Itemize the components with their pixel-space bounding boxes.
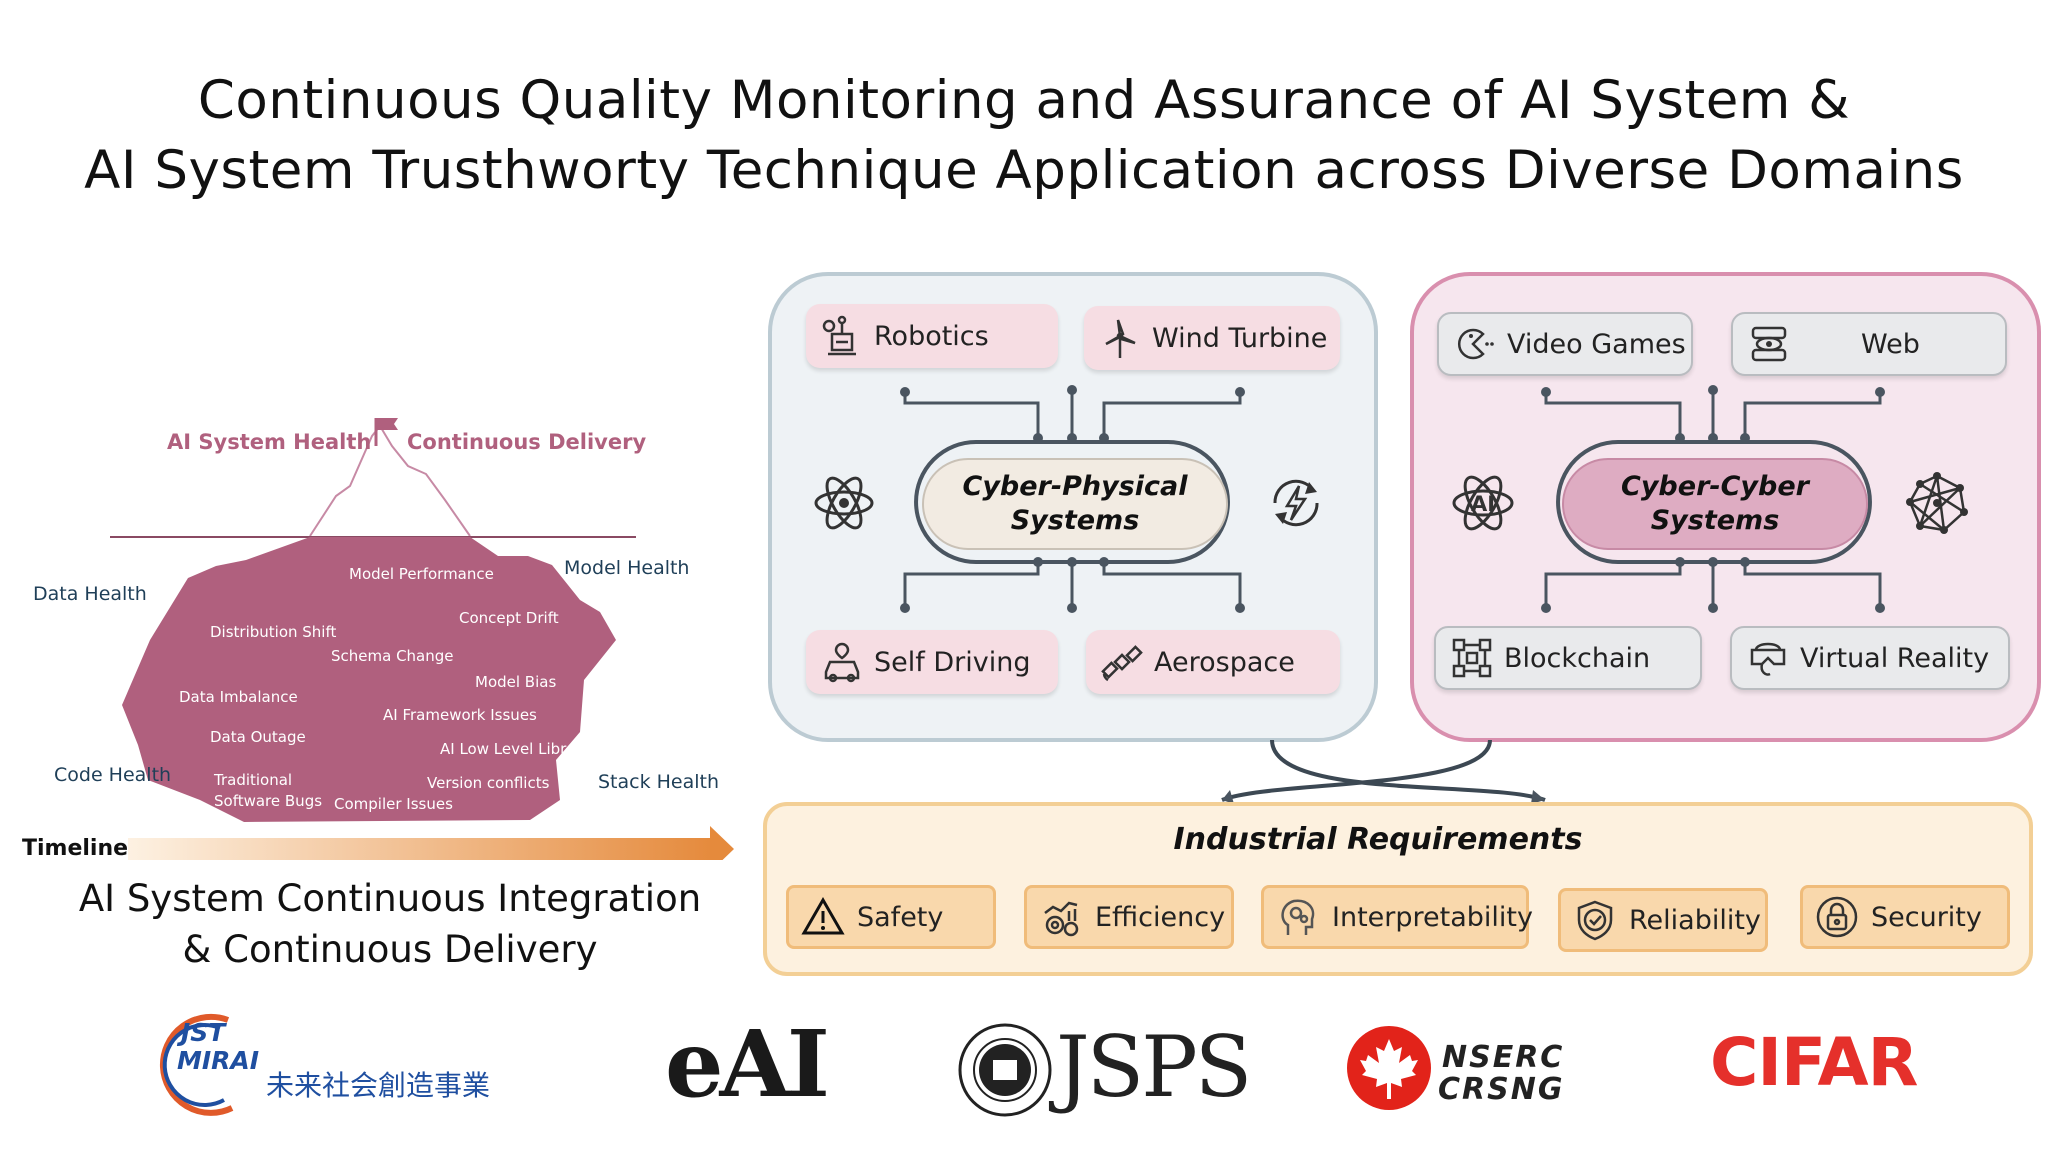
warning-icon [801,895,845,939]
neural-network-icon [1906,472,1968,534]
blockchain-label: Blockchain [1504,642,1651,674]
jsps-text: JSPS [1056,1018,1252,1116]
flag-icon [376,418,398,430]
ai-framework-issues-label: AI Framework Issues [383,706,537,724]
title-line-1: Continuous Quality Monitoring and Assura… [197,70,1851,131]
jst-japanese-text: 未来社会創造事業 [266,1069,491,1102]
traditional-label: Traditional [214,771,293,789]
requirement-security: Security [1800,885,2010,949]
satellite-icon [1100,640,1144,684]
iceberg-body [122,537,616,822]
reliability-label: Reliability [1629,904,1761,936]
atom-icon [814,476,874,530]
energy-cycle-icon [1273,479,1319,527]
shield-check-icon [1573,898,1617,942]
cps-core-line2: Systems [1010,505,1140,536]
cc-core-line2: Systems [1650,505,1780,536]
jst-text: JST [181,1018,226,1047]
jsps-seal-icon [958,1023,1052,1117]
model-health-label: Model Health [564,557,690,579]
domain-virtual-reality: Virtual Reality [1730,626,2010,690]
blockchain-icon [1450,636,1494,680]
mirai-text: MIRAI [177,1046,260,1075]
domain-video-games: Video Games [1437,312,1693,376]
efficiency-gear-icon [1039,895,1083,939]
title-line-2: AI System Trusthworty Technique Applicat… [84,140,1964,201]
timeline-arrow-head [710,826,734,860]
brain-gears-icon [1276,895,1320,939]
data-imbalance-label: Data Imbalance [179,688,298,706]
vr-headset-icon [1746,636,1790,680]
domain-blockchain: Blockchain [1434,626,1702,690]
requirement-reliability: Reliability [1558,888,1768,952]
timeline-arrow-shaft [128,838,714,860]
domain-aerospace: Aerospace [1086,630,1340,694]
virtual-reality-label: Virtual Reality [1800,642,1990,674]
ai-icon-text: AI [1471,492,1495,516]
security-label: Security [1871,901,1982,933]
code-health-label: Code Health [54,764,172,786]
model-bias-label: Model Bias [475,673,557,691]
data-outage-label: Data Outage [210,728,306,746]
ci-line-1: AI System Continuous Integration [78,877,702,920]
wind-turbine-label: Wind Turbine [1152,322,1328,354]
crsng-text: CRSNG [1438,1072,1565,1107]
compiler-issues-label: Compiler Issues [334,795,453,813]
cc-core-line1: Cyber-Cyber [1621,471,1809,502]
continuous-delivery-label: Continuous Delivery [407,430,647,454]
aerospace-label: Aerospace [1154,646,1295,678]
stack-health-label: Stack Health [598,771,720,793]
lock-icon [1815,895,1859,939]
ai-head-icon: AI [1452,475,1514,531]
ai-low-level-library-label: AI Low Level Library [440,740,591,758]
web-icon [1747,322,1791,366]
robotics-icon [820,314,864,358]
concept-drift-label: Concept Drift [459,609,559,627]
cps-core-line1: Cyber-Physical [962,471,1188,502]
eai-logo: eAI [665,1010,830,1118]
timeline-label: Timeline [22,836,129,861]
safety-label: Safety [857,901,944,933]
requirement-interpretability: Interpretability [1261,885,1533,949]
domain-self-driving: Self Driving [806,630,1058,694]
iceberg-peak-outline [309,424,471,537]
maple-leaf-icon [1347,1026,1431,1110]
domain-web: Web [1731,312,2007,376]
version-conflicts-label: Version conflicts [427,774,550,792]
pacman-icon [1453,322,1497,366]
data-health-label: Data Health [33,583,147,605]
schema-change-label: Schema Change [331,647,454,665]
domain-wind-turbine: Wind Turbine [1084,306,1340,370]
nserc-text: NSERC [1442,1040,1565,1075]
ci-line-2: & Continuous Delivery [182,928,598,971]
requirement-efficiency: Efficiency [1024,885,1234,949]
distribution-shift-label: Distribution Shift [210,623,337,641]
jst-mirai-logo [159,1013,234,1116]
self-driving-label: Self Driving [874,646,1031,678]
requirement-safety: Safety [786,885,996,949]
robotics-label: Robotics [874,320,989,352]
industrial-requirements-title: Industrial Requirements [1173,822,1583,857]
self-driving-icon [820,640,864,684]
video-games-label: Video Games [1507,328,1686,360]
web-label: Web [1861,328,1920,360]
ai-system-health-label: AI System Health [167,430,372,454]
software-bugs-label: Software Bugs [214,792,323,810]
efficiency-label: Efficiency [1095,901,1226,933]
interpretability-label: Interpretability [1332,901,1533,933]
iceberg-graphic [110,418,734,860]
wind-turbine-icon [1098,316,1142,360]
domain-robotics: Robotics [806,304,1058,368]
cifar-logo: CIFAR [1710,1024,1918,1101]
model-performance-label: Model Performance [349,565,494,583]
